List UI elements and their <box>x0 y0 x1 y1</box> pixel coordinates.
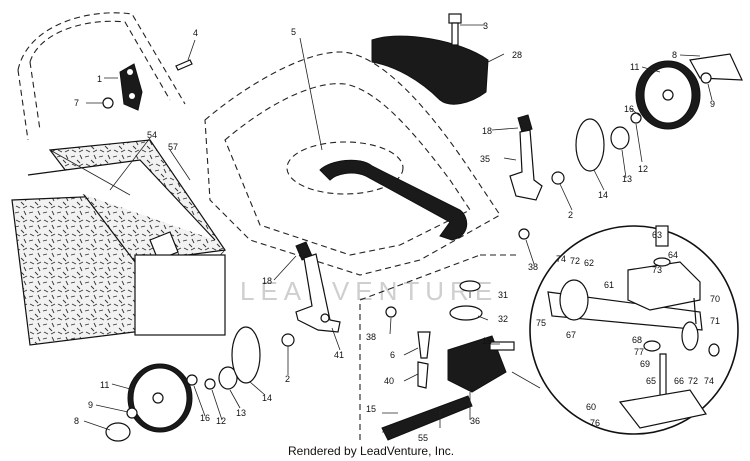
callout-5: 5 <box>291 27 296 37</box>
callout-16-left: 16 <box>200 413 210 423</box>
wheel-left <box>105 306 397 442</box>
callout-11-right: 11 <box>630 62 639 72</box>
wheel-right <box>518 53 743 240</box>
callout-77: 77 <box>634 347 644 357</box>
callout-72-bottom: 72 <box>688 376 698 386</box>
callout-11-left: 11 <box>100 380 109 390</box>
callout-71: 71 <box>710 316 720 326</box>
bolt-part <box>448 13 462 46</box>
callout-18-right: 18 <box>482 126 492 136</box>
callout-68: 68 <box>632 335 642 345</box>
callout-75: 75 <box>536 318 546 328</box>
callout-57: 57 <box>168 142 178 152</box>
callout-14-right: 14 <box>598 190 608 200</box>
callout-40: 40 <box>384 376 394 386</box>
callout-3: 3 <box>483 21 488 31</box>
callout-62: 62 <box>584 258 594 268</box>
callout-55: 55 <box>418 433 428 443</box>
callout-7: 7 <box>74 98 79 108</box>
callout-36: 36 <box>470 416 480 426</box>
callout-63: 63 <box>652 230 662 240</box>
callout-67: 67 <box>566 330 576 340</box>
callout-76: 76 <box>590 418 600 428</box>
height-adjuster-right <box>509 114 543 201</box>
callout-labels: 1 7 4 5 3 28 8 11 9 16 12 13 14 2 18 35 … <box>74 21 720 443</box>
callout-61: 61 <box>604 280 614 290</box>
callout-41: 41 <box>334 350 344 360</box>
callout-12-right: 12 <box>638 164 648 174</box>
callout-13-right: 13 <box>622 174 632 184</box>
callout-74-bottom: 74 <box>704 376 714 386</box>
callout-72-top: 72 <box>570 256 580 266</box>
render-credit: Rendered by LeadVenture, Inc. <box>288 444 454 458</box>
callout-70: 70 <box>710 294 720 304</box>
callout-32: 32 <box>498 314 508 324</box>
mower-deck <box>204 51 501 276</box>
callout-15-top: 15 <box>482 336 492 346</box>
callout-9-right: 9 <box>710 99 715 109</box>
callout-6: 6 <box>390 350 395 360</box>
callout-18-left: 18 <box>262 276 272 286</box>
transmission <box>359 254 520 441</box>
callout-8-left: 8 <box>74 416 79 426</box>
callout-8-right: 8 <box>672 50 677 60</box>
callout-15-bottom: 15 <box>366 404 376 414</box>
callout-9-left: 9 <box>88 400 93 410</box>
height-adjuster-left <box>295 241 341 333</box>
handle-bracket-part <box>102 59 193 111</box>
callout-13-left: 13 <box>236 408 246 418</box>
callout-4: 4 <box>193 28 198 38</box>
callout-65: 65 <box>646 376 656 386</box>
gear-case-detail <box>511 225 739 435</box>
callout-31: 31 <box>498 290 508 300</box>
callout-35: 35 <box>480 154 490 164</box>
callout-60: 60 <box>586 402 596 412</box>
callout-54: 54 <box>147 130 157 140</box>
rear-flap-part <box>371 35 489 105</box>
callout-64: 64 <box>668 250 678 260</box>
callout-74-top: 74 <box>556 254 566 264</box>
callout-66: 66 <box>674 376 684 386</box>
leader-lines <box>83 24 713 433</box>
callout-14-left: 14 <box>262 393 272 403</box>
handle-assembly <box>17 12 186 141</box>
drive-belt-part <box>319 159 468 241</box>
callout-2-left: 2 <box>285 374 290 384</box>
callout-28: 28 <box>512 50 522 60</box>
callout-1: 1 <box>97 74 102 84</box>
callout-38-right: 38 <box>528 262 538 272</box>
callout-38-left: 38 <box>366 332 376 342</box>
callout-12-left: 12 <box>216 416 226 426</box>
grass-bag <box>11 139 227 346</box>
callout-73: 73 <box>652 265 662 275</box>
callout-16-right: 16 <box>624 104 634 114</box>
callout-2-right: 2 <box>568 210 573 220</box>
callout-69: 69 <box>640 359 650 369</box>
watermark-text: LEADVENTURE <box>240 276 498 306</box>
